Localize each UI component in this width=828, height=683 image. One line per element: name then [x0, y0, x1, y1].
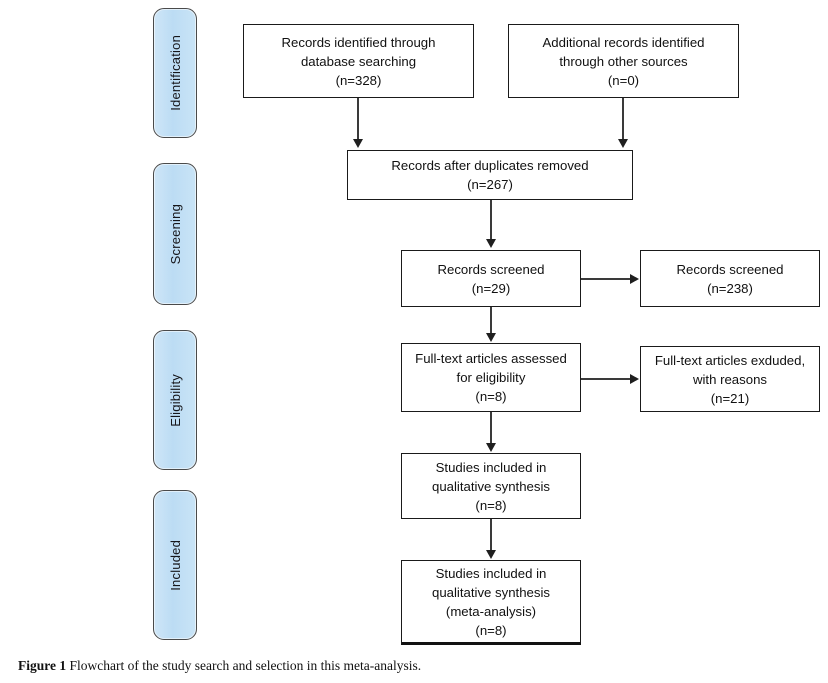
box-additional-records: Additional records identified through ot… — [508, 24, 739, 98]
box-text-records-after-duplicates: Records after duplicates removed (n=267) — [391, 158, 589, 192]
box-text-fulltext-excluded: Full-text articles exduded, with reasons… — [654, 352, 806, 406]
stage-pill-included: Included — [153, 490, 197, 640]
stage-pill-screening: Screening — [153, 163, 197, 305]
arrowhead-fulltext-to-qualitative — [486, 443, 496, 452]
stage-label-identification: Identification — [167, 35, 183, 111]
arrowhead-screened-to-screened-excluded — [630, 274, 639, 284]
stage-pill-eligibility: Eligibility — [153, 330, 197, 470]
box-qualitative-synthesis: Studies included in qualitative synthesi… — [401, 453, 581, 519]
box-text-fulltext-assessed: Full-text articles assessed for eligibil… — [415, 351, 567, 404]
box-text-records-screened: Records screened (n=29) — [437, 261, 545, 296]
box-text-records-identified-database: Records identified through database sear… — [281, 34, 436, 88]
connector-duplicates-to-screened — [490, 200, 492, 241]
arrowhead-duplicates-to-screened — [486, 239, 496, 248]
stage-label-eligibility: Eligibility — [167, 373, 183, 427]
connector-screened-to-screened-excluded — [581, 278, 631, 280]
connector-identified-to-duplicates — [357, 98, 359, 141]
connector-fulltext-to-qualitative — [490, 412, 492, 444]
arrowhead-fulltext-to-excluded — [630, 374, 639, 384]
box-text-qualitative-synthesis: Studies included in qualitative synthesi… — [431, 459, 551, 513]
connector-additional-to-duplicates — [622, 98, 624, 141]
figure-caption-text: Flowchart of the study search and select… — [69, 658, 422, 673]
box-text-records-screened-excluded: Records screened (n=238) — [676, 261, 784, 296]
box-meta-analysis: Studies included in qualitative synthesi… — [401, 560, 581, 645]
box-records-screened-excluded: Records screened (n=238) — [640, 250, 820, 307]
figure-caption-label: Figure 1 — [18, 658, 67, 673]
box-records-after-duplicates: Records after duplicates removed (n=267) — [347, 150, 633, 200]
stage-pill-identification: Identification — [153, 8, 197, 138]
arrowhead-identified-to-duplicates — [353, 139, 363, 148]
box-records-screened: Records screened (n=29) — [401, 250, 581, 307]
stage-label-included: Included — [167, 539, 183, 591]
arrowhead-additional-to-duplicates — [618, 139, 628, 148]
box-text-additional-records: Additional records identified through ot… — [542, 34, 705, 88]
stage-label-screening: Screening — [167, 203, 183, 265]
box-records-identified-database: Records identified through database sear… — [243, 24, 474, 98]
box-text-meta-analysis: Studies included in qualitative synthesi… — [431, 565, 551, 638]
box-fulltext-assessed: Full-text articles assessed for eligibil… — [401, 343, 581, 412]
connector-screened-to-fulltext — [490, 307, 492, 334]
arrowhead-qualitative-to-meta — [486, 550, 496, 559]
box-fulltext-excluded: Full-text articles exduded, with reasons… — [640, 346, 820, 412]
connector-fulltext-to-excluded — [581, 378, 631, 380]
figure-caption: Figure 1 Flowchart of the study search a… — [18, 658, 421, 674]
connector-qualitative-to-meta — [490, 519, 492, 551]
arrowhead-screened-to-fulltext — [486, 333, 496, 342]
